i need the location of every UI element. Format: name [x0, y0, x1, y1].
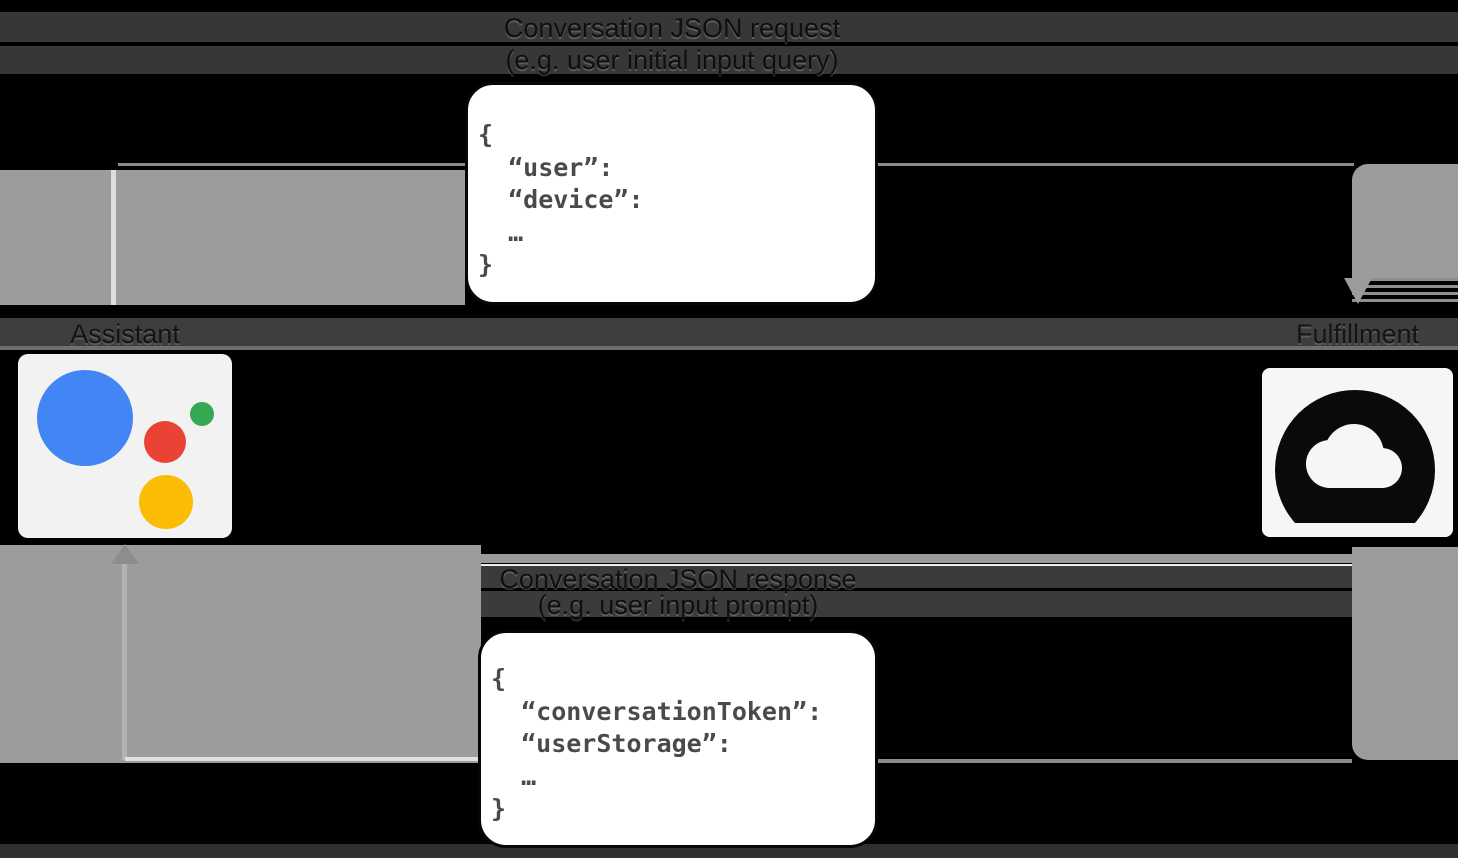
request-arrow-stem: [111, 170, 116, 305]
request-caption-line1: Conversation JSON request: [503, 13, 841, 43]
request-caption-line2: (e.g. user initial input query): [505, 45, 839, 75]
node-label-band-edge: [0, 346, 1458, 350]
request-caption-band-2: [0, 46, 1458, 74]
response-arrow-body-right: [1352, 547, 1458, 760]
node-label-band: [0, 318, 1458, 350]
response-arrowhead-icon: [111, 544, 139, 564]
response-arrow-line: [481, 759, 1352, 763]
assistant-green-dot: [190, 402, 214, 426]
response-arrow-top-edge: [481, 554, 1458, 563]
assistant-label: Assistant: [70, 319, 180, 349]
request-json-box: { “user”: “device”: … }: [465, 82, 878, 305]
response-json-box: { “conversationToken”: “userStorage”: … …: [478, 630, 878, 848]
request-arrowhead-icon: [1344, 278, 1372, 304]
response-caption-line2: (e.g. user input prompt): [537, 590, 819, 620]
request-caption-band-1: [0, 12, 1458, 42]
response-caption-line1: Conversation JSON response: [499, 564, 857, 594]
request-arrow-body-right: [1352, 164, 1458, 278]
assistant-yellow-dot: [139, 475, 193, 529]
fulfillment-label: Fulfillment: [1295, 319, 1420, 349]
cloud-icon-flat-bottom: [1262, 523, 1453, 537]
response-arrow-highlight: [481, 564, 1458, 566]
request-arrow-body-left: [0, 170, 465, 305]
fulfillment-tile: [1262, 368, 1453, 537]
bottom-streak-band: [0, 844, 1458, 858]
assistant-red-dot: [144, 421, 186, 463]
response-json-code: { “conversationToken”: “userStorage”: … …: [491, 664, 823, 823]
request-json-code: { “user”: “device”: … }: [478, 120, 644, 279]
response-arrow-line-highlight: [125, 757, 481, 761]
assistant-blue-dot: [37, 370, 133, 466]
response-arrow-stem: [122, 563, 127, 760]
assistant-tile: [18, 354, 232, 538]
response-arrow-body-left: [0, 545, 481, 763]
cloud-glyph: [1306, 424, 1402, 488]
